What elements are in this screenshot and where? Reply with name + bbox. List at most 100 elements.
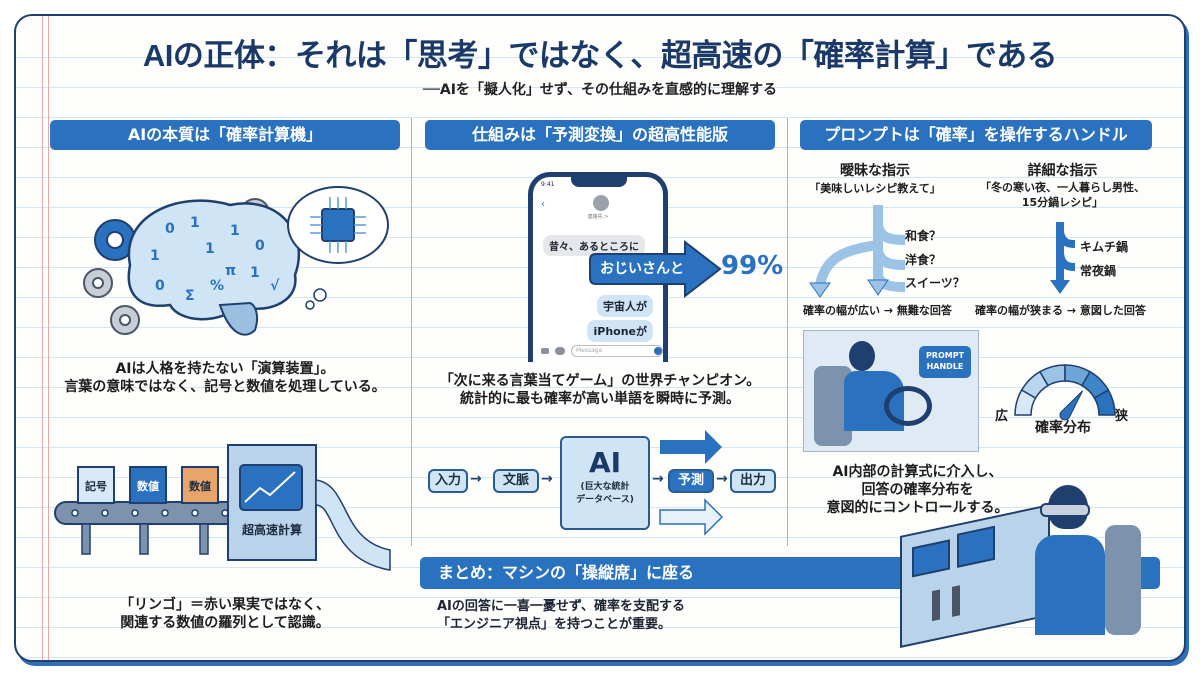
- section-banner-essence: AIの本質は「確率計算機」: [50, 120, 400, 150]
- send-icon[interactable]: [654, 347, 662, 355]
- section-banner-prompt: プロンプトは「確率」を操作するハンドル: [800, 120, 1152, 150]
- bubble-line: HANDLE: [926, 362, 964, 371]
- cockpit-seat: [1105, 525, 1141, 635]
- gear-icon: [110, 305, 140, 335]
- brain-symbol: 1: [190, 215, 200, 231]
- apps-icon[interactable]: [555, 347, 565, 355]
- prompt-handle-bubble: PROMPT HANDLE: [919, 346, 971, 378]
- camera-icon[interactable]: [541, 348, 549, 354]
- arrow-right-icon: →: [716, 471, 728, 487]
- screen: [239, 464, 303, 511]
- flow-ai-box: AI (巨大な統計 データベース): [560, 436, 650, 530]
- symbol-box: [77, 466, 115, 504]
- message-bubble-option: 宇宙人が: [597, 295, 653, 317]
- trend-line-icon: [244, 471, 296, 503]
- chip-icon: [310, 197, 366, 253]
- flow-output: 出力: [730, 469, 776, 493]
- number-box: [129, 466, 167, 504]
- caption-line: 言葉の意味ではなく、記号と数値を処理している。: [64, 379, 386, 395]
- control-caption: AI内部の計算式に介入し、 回答の確率分布を 意図的にコントロールする。: [810, 463, 1025, 517]
- essence-caption: AIは人格を持たない「演算装置」。 言葉の意味ではなく、記号と数値を処理している…: [50, 360, 400, 396]
- box-label: 数値: [189, 479, 211, 493]
- control-panel: [900, 504, 1050, 648]
- brain-symbol: 0: [255, 238, 265, 254]
- prediction-arrow: [589, 239, 722, 299]
- avatar: [593, 195, 609, 211]
- brain-symbol: Σ: [185, 288, 195, 304]
- arrow-right-icon: →: [541, 471, 553, 487]
- machine-label: 超高速計算: [241, 522, 302, 537]
- apple-caption: 「リンゴ」＝赤い果実ではなく、 関連する数値の羅列として認識。: [50, 596, 400, 632]
- ai-sublabel: (巨大な統計: [580, 482, 630, 492]
- caption-line: 回答の確率分布を: [861, 482, 974, 498]
- goggles-icon: [1040, 503, 1090, 517]
- output-arrows: [659, 430, 724, 536]
- notebook-margin-line: [42, 16, 43, 660]
- ai-sublabel: データベース): [576, 495, 634, 505]
- summary-line: 「エンジニア視点」を持つことが重要。: [437, 617, 672, 632]
- arrow-right-icon: →: [652, 471, 664, 487]
- message-input[interactable]: Message: [571, 345, 663, 357]
- lever-icon: [932, 589, 940, 622]
- page-title: AIの正体：それは「思考」ではなく、超高速の「確率計算」である: [142, 38, 1058, 73]
- narrow-branch-arrows: [1050, 222, 1076, 294]
- gauge-label-narrow: 狭: [1115, 409, 1129, 424]
- option-label: 常夜鍋: [1080, 264, 1117, 278]
- back-icon[interactable]: ‹: [541, 199, 545, 210]
- message-bubble-received: 昔々、あるところに: [543, 235, 645, 256]
- conveyor-illustration: 記号 数値 数値 超高速計算: [54, 444, 391, 571]
- caption-line: 意図的にコントロールする。: [826, 500, 1009, 516]
- predicted-word: おじいさんと: [600, 261, 684, 277]
- vague-instruction: 曖昧な指示 「美味しいレシピ教えて」: [800, 162, 950, 198]
- phone: 9:41 ‹ 連絡先 > 昔々、あるところに 宇宙人が iPhoneが Mess…: [528, 172, 668, 362]
- wide-branch-arrows: [809, 205, 906, 298]
- ai-label: AI: [588, 446, 622, 479]
- gauge-title: 確率分布: [1035, 420, 1091, 436]
- lever-icon: [952, 585, 960, 617]
- bubble-line: PROMPT: [925, 351, 965, 360]
- detailed-instruction: 詳細な指示 「冬の寒い夜、一人暮らし男性、 15分鍋レシピ」: [970, 162, 1155, 210]
- brain-symbol: 1: [230, 223, 240, 239]
- brain-symbol: 0: [155, 278, 165, 294]
- vague-example: 「美味しいレシピ教えて」: [809, 182, 941, 195]
- probability-value: 99%: [721, 251, 784, 281]
- gauge-label-wide: 広: [995, 409, 1009, 424]
- driver-head: [849, 341, 875, 371]
- column-divider: [411, 118, 412, 546]
- steering-wheel-icon: [884, 386, 932, 426]
- gauge-needle: [1059, 390, 1084, 421]
- thought-bubble: [287, 186, 389, 310]
- wide-result: 確率の幅が広い → 無難な回答: [803, 304, 952, 317]
- detailed-example: 「冬の寒い夜、一人暮らし男性、: [980, 181, 1145, 194]
- brain-symbol: √: [270, 278, 280, 294]
- caption-line: 統計的に最も確率が高い単語を瞬時に予測。: [460, 391, 740, 407]
- summary-line: AIの回答に一喜一憂せず、確率を支配する: [437, 599, 685, 614]
- section-banner-mechanism: 仕組みは「予測変換」の超高性能版: [425, 120, 775, 150]
- probability-gauge: [1014, 364, 1116, 421]
- brain-symbol: 0: [165, 221, 175, 237]
- flow-input: 入力: [428, 469, 468, 493]
- detailed-title: 詳細な指示: [1027, 163, 1098, 179]
- option-label: 洋食？: [905, 253, 942, 267]
- caption-line: 関連する数値の羅列として認識。: [120, 615, 330, 631]
- brain-illustration: 0 1 1 0 1 1 0 1 % Σ √ π: [83, 186, 389, 336]
- box-label: 数値: [137, 479, 159, 493]
- option-label: スイーツ？: [905, 276, 965, 290]
- message-bubble-option: iPhoneが: [587, 320, 653, 342]
- option-label: キムチ鍋: [1080, 240, 1129, 254]
- brain-symbol: π: [225, 263, 236, 279]
- prediction-caption: 「次に来る言葉当てゲーム」の世界チャンピオン。 統計的に最も確率が高い単語を瞬時…: [425, 372, 775, 408]
- vague-title: 曖昧な指示: [840, 163, 910, 179]
- flow-predict: 予測: [668, 469, 714, 493]
- detailed-example: 15分鍋レシピ」: [1021, 196, 1104, 209]
- brain-symbol: %: [210, 278, 224, 294]
- notebook-margin-line: [48, 16, 49, 660]
- brain-symbol: 1: [205, 241, 215, 257]
- phone-notch: [571, 175, 627, 187]
- contact-name: 連絡先 >: [587, 214, 609, 220]
- monitor-screen: [912, 539, 950, 578]
- brain-symbol: 1: [150, 248, 160, 264]
- brain-symbol: 1: [250, 265, 260, 281]
- engineer-body: [1035, 535, 1105, 635]
- option-label: 和食？: [905, 229, 942, 243]
